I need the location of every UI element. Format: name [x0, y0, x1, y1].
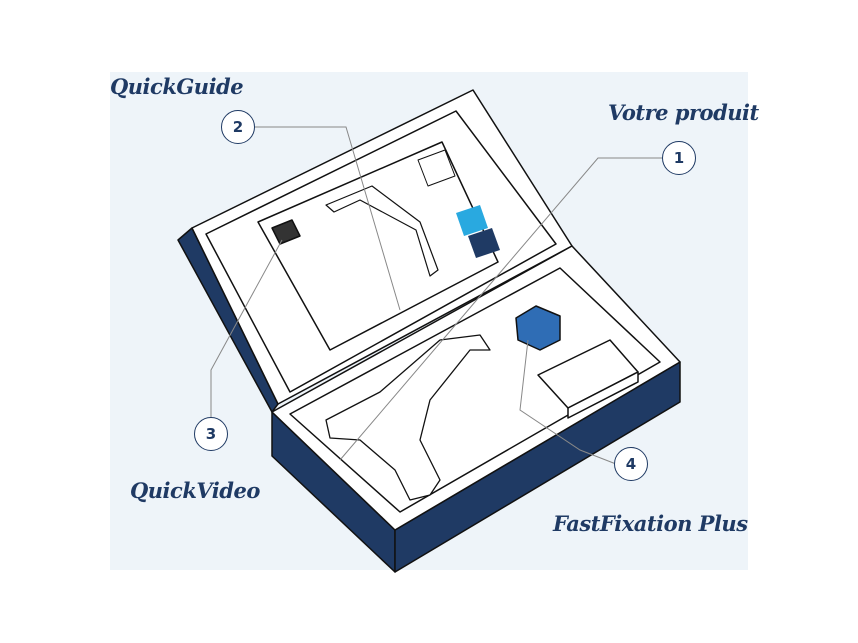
callout-3: 3: [194, 417, 228, 451]
label-fastfixation-plus: FastFixation Plus: [553, 511, 748, 536]
guide-pictogram: [417, 149, 456, 187]
fastfixation-part: [515, 305, 561, 351]
callout-4: 4: [614, 447, 648, 481]
leader-line-2: [254, 126, 401, 311]
label-quickvideo: QuickVideo: [130, 478, 260, 503]
leader-line-4: [519, 339, 617, 465]
faucet-drawing: [325, 185, 439, 277]
product-faucet: [325, 334, 491, 501]
label-quickguide: QuickGuide: [110, 74, 244, 99]
callout-2: 2: [221, 110, 255, 144]
brand-logo-light: [456, 205, 488, 236]
quickguide-booklet: [257, 141, 499, 351]
qr-code: [271, 219, 301, 245]
leader-line-3: [210, 239, 283, 418]
label-votre-produit: Votre produit: [608, 100, 759, 125]
leader-line-1: [339, 157, 664, 461]
callout-1: 1: [662, 141, 696, 175]
brand-logo-dark: [468, 228, 500, 258]
